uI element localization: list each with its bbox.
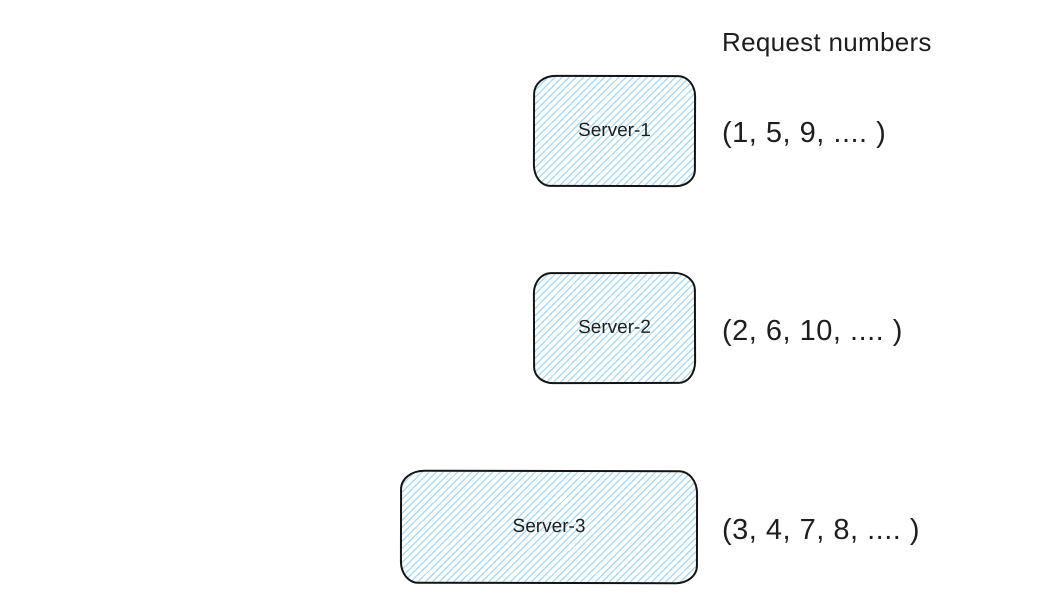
server-3-label: Server-3 [512,515,586,538]
server-2-label: Server-2 [578,316,651,339]
diagram-title: Request numbers [722,27,932,57]
server-3-box: Server-3 [399,469,699,585]
server-3-request-numbers: (3, 4, 7, 8, .... ) [722,514,921,546]
server-2-box: Server-2 [532,271,697,385]
server-1-request-numbers: (1, 5, 9, .... ) [722,117,887,149]
server-1-box: Server-1 [532,74,697,188]
server-2-request-numbers: (2, 6, 10, .... ) [722,315,903,347]
server-1-label: Server-1 [578,119,651,142]
